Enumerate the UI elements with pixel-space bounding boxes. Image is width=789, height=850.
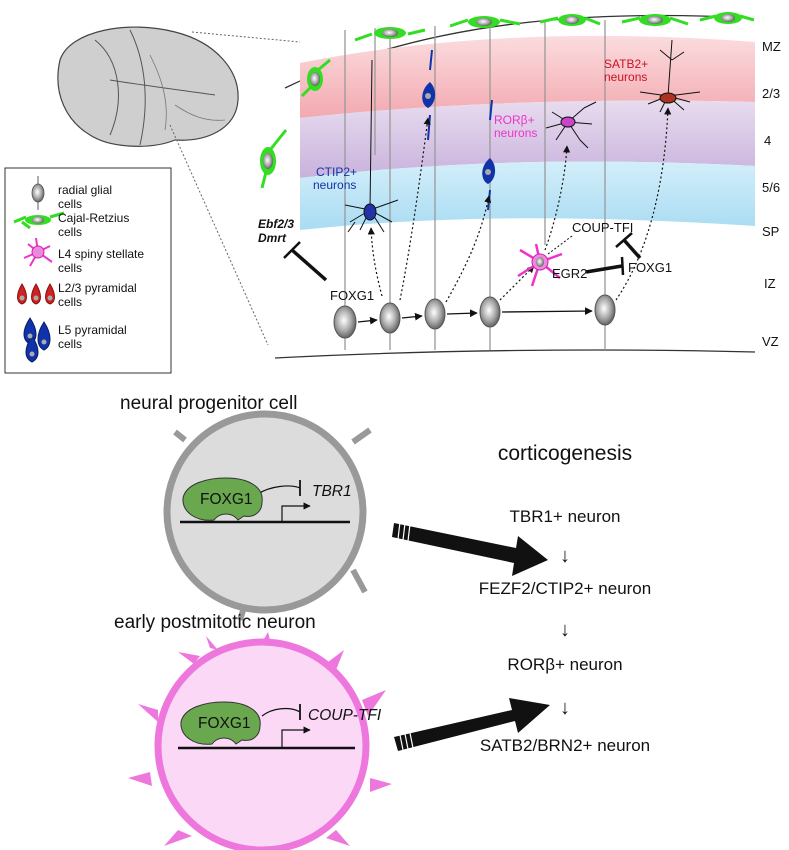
radial-glial-fibers [344, 20, 606, 350]
legend-label-radial-glial-1: radial glial [58, 183, 112, 197]
migration-arrows [367, 107, 672, 303]
foxg1-right-label: FOXG1 [628, 260, 672, 275]
step-arrow-1: ↓ [560, 545, 570, 567]
layer-56-band [300, 161, 755, 230]
epn-title: early postmitotic neuron [114, 612, 316, 633]
ror-neuron [545, 101, 597, 149]
zone-label-mz: MZ [762, 39, 781, 54]
legend-label-stellate-1: L4 spiny stellate [58, 247, 144, 261]
step-arrow-2: ↓ [560, 619, 570, 641]
satb2-neuron [639, 39, 701, 113]
step-arrow-3: ↓ [560, 697, 570, 719]
progenitor-arrows [357, 307, 593, 325]
legend-box: radial glial cells Cajal-Retzius cells L… [4, 167, 172, 374]
ctip2-label-2: neurons [313, 178, 356, 192]
zone-label-vz: VZ [762, 334, 779, 349]
npc-title: neural progenitor cell [120, 393, 297, 414]
satb2-label-2: neurons [604, 70, 647, 84]
foxg1-left-label: FOXG1 [330, 288, 374, 303]
legend-label-cajal-2: cells [58, 225, 82, 239]
cortex-section: MZ 2/3 4 5/6 SP IZ VZ [258, 12, 781, 359]
ror-label-2: neurons [494, 126, 537, 140]
dmrt-label: Dmrt [258, 231, 287, 245]
cajal-retzius-legend-icon [13, 211, 65, 230]
brain-sketch [57, 26, 301, 346]
inhibition-arrows [283, 232, 642, 282]
iz-stellate-cell [517, 243, 563, 287]
radial-glial-legend-icon [31, 176, 45, 210]
npc-cell: neural progenitor cell FOXG1 TBR1 [120, 393, 372, 621]
step-2: FEZF2/CTIP2+ neuron [479, 579, 651, 598]
ebf-label: Ebf2/3 [258, 217, 294, 231]
legend-label-l5-2: cells [58, 337, 82, 351]
zone-label-sp: SP [762, 224, 779, 239]
corticogenesis-title: corticogenesis [498, 442, 632, 465]
legend-label-l23-2: cells [58, 295, 82, 309]
l23-pyramidal-legend-icon [17, 283, 55, 305]
epn-gene-label: COUP-TFI [308, 707, 382, 724]
legend-label-cajal-1: Cajal-Retzius [58, 211, 129, 225]
legend-label-stellate-2: cells [58, 261, 82, 275]
zone-label-4: 4 [764, 133, 771, 148]
step-1: TBR1+ neuron [509, 507, 620, 526]
ctip2-neuron [344, 59, 399, 233]
layer-4-band [300, 100, 755, 178]
layer-23-band [300, 35, 755, 119]
satb2-label-1: SATB2+ [604, 57, 648, 71]
coup-label: COUP-TFI [572, 220, 633, 235]
zone-label-56: 5/6 [762, 180, 780, 195]
big-arrows [392, 521, 550, 751]
cajal-retzius-somas [260, 12, 742, 175]
legend-label-l5-1: L5 pyramidal [58, 323, 127, 337]
legend-label-radial-glial-2: cells [58, 197, 82, 211]
epn-cell: early postmitotic neuron FOXG1 COUP-TFI [114, 612, 392, 850]
corticogenesis-cascade: corticogenesis TBR1+ neuron ↓ FEZF2/CTIP… [479, 442, 651, 755]
spiny-stellate-legend-icon [23, 237, 53, 267]
epn-protein-label: FOXG1 [198, 715, 251, 732]
l5-pyramidal-legend-icon [23, 317, 51, 363]
ror-label-1: RORβ+ [494, 113, 535, 127]
egr2-label: EGR2 [552, 266, 587, 281]
npc-protein-label: FOXG1 [200, 491, 253, 508]
zone-label-23: 2/3 [762, 86, 780, 101]
vz-progenitors [333, 294, 616, 339]
coup-link [547, 235, 573, 255]
zone-label-iz: IZ [764, 276, 776, 291]
npc-gene-label: TBR1 [312, 483, 352, 500]
step-3: RORβ+ neuron [507, 655, 622, 674]
step-4: SATB2/BRN2+ neuron [480, 736, 650, 755]
ctip2-label-1: CTIP2+ [316, 165, 357, 179]
legend-label-l23-1: L2/3 pyramidal [58, 281, 137, 295]
